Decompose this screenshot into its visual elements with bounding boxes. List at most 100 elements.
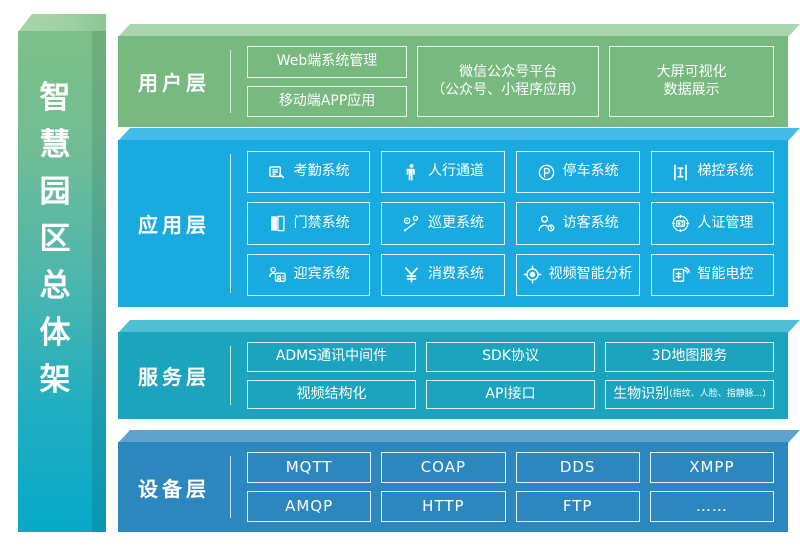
cell-label: 智能电控: [697, 266, 754, 283]
cell-3d-map-service[interactable]: 3D地图服务: [605, 342, 774, 372]
cell-label: 迎宾系统: [293, 266, 350, 283]
attendance-icon: [268, 163, 287, 182]
layer-service-label: 服务层: [138, 365, 210, 389]
layer-device-divider: [230, 456, 231, 518]
cell-label: 大屏可视化: [656, 64, 727, 80]
cell-label: 3D地图服务: [651, 348, 728, 364]
pillar-front-face: 智 慧 园 区 总 体 架: [18, 31, 92, 532]
cell-biometric-recognition[interactable]: 生物识别(指纹、人脸、指静脉...): [605, 379, 774, 409]
cell-label: XMPP: [689, 458, 735, 477]
layer-device-label: 设备层: [138, 476, 210, 501]
pillar-side-face: [92, 31, 106, 532]
title-char-3: 区: [39, 221, 71, 257]
cell-label: 微信公众号平台: [459, 64, 558, 80]
cell-label: HTTP: [422, 497, 465, 516]
layer-device-cells: MQTT COAP DDS XMPP AMQP HTTP FTP: [231, 442, 788, 532]
layer-user-cells: Web端系统管理 移动端APP应用 微信公众号平台 （公众号、小程序应用） 大屏…: [231, 36, 788, 127]
cell-sublabel: 数据展示: [663, 81, 720, 98]
layer-application-cells: 考勤系统 人行通道: [231, 140, 788, 307]
cell-label: DDS: [559, 458, 596, 477]
layer-user-divider: [230, 50, 231, 113]
cell-label: Web端系统管理: [276, 53, 378, 69]
patrol-icon: [402, 214, 421, 233]
cell-label: FTP: [562, 497, 593, 516]
layer-user-label: 用户层: [138, 71, 210, 95]
layer-application-divider: [230, 154, 231, 293]
cell-label: 停车系统: [562, 163, 619, 180]
cell-label: 视频智能分析: [548, 266, 633, 283]
cell-sdk-protocol[interactable]: SDK协议: [426, 342, 595, 372]
payment-icon: [402, 265, 421, 284]
video-analytics-icon: [523, 265, 542, 284]
cell-protocol-amqp[interactable]: AMQP: [247, 491, 372, 522]
cell-label: ……: [695, 497, 728, 516]
cell-video-analytics[interactable]: 视频智能分析: [515, 253, 640, 296]
cell-video-structuring[interactable]: 视频结构化: [247, 379, 416, 409]
layer-application-face: 应用层 考勤系统: [118, 140, 788, 307]
cell-label: 巡更系统: [427, 214, 484, 231]
cell-parking-system[interactable]: 停车系统: [515, 151, 640, 194]
cell-protocol-coap[interactable]: COAP: [381, 452, 506, 483]
cell-label: 人证管理: [697, 214, 754, 231]
title-char-4: 总: [39, 268, 71, 304]
cell-protocol-dds[interactable]: DDS: [515, 452, 640, 483]
cell-sublabel: （公众号、小程序应用）: [431, 81, 586, 98]
cell-label: MQTT: [285, 458, 333, 477]
cell-mobile-app[interactable]: 移动端APP应用: [247, 85, 408, 117]
cell-protocol-xmpp[interactable]: XMPP: [649, 452, 774, 483]
cell-wechat-platform[interactable]: 微信公众号平台 （公众号、小程序应用）: [417, 46, 600, 117]
layer-application-top-bevel: [118, 128, 800, 141]
layer-service-divider: [230, 346, 231, 405]
cell-label: 移动端APP应用: [278, 92, 376, 109]
cell-door-access-system[interactable]: 门禁系统: [247, 202, 371, 245]
cell-attendance-system[interactable]: 考勤系统: [247, 151, 371, 194]
cell-label: 生物识别: [613, 385, 670, 402]
cell-pedestrian-channel[interactable]: 人行通道: [381, 151, 505, 194]
cell-power-control[interactable]: 智能电控: [650, 253, 774, 296]
layer-service-face: 服务层 ADMS通讯中间件 SDK协议 3D地图服务 视频结构化 API接口: [118, 332, 788, 419]
cell-api-interface[interactable]: API接口: [426, 379, 595, 409]
title-char-0: 智: [39, 80, 71, 116]
cell-label: 考勤系统: [293, 163, 350, 180]
cell-id-verification[interactable]: 人证管理: [650, 202, 774, 245]
cell-protocol-more[interactable]: ……: [649, 491, 774, 522]
cell-payment-system[interactable]: 消费系统: [381, 253, 505, 296]
cell-greeting-system[interactable]: 迎宾系统: [247, 253, 371, 296]
pedestrian-icon: [402, 163, 421, 182]
vertical-title-pillar: 智 慧 园 区 总 体 架: [18, 14, 106, 532]
layer-device-face: 设备层 MQTT COAP DDS XMPP AMQP: [118, 442, 788, 532]
visitor-icon: [537, 214, 556, 233]
title-char-1: 慧: [39, 127, 71, 163]
layer-user-face: 用户层 Web端系统管理 移动端APP应用 微信公众号平台 （公众号、小程序应用…: [118, 36, 788, 127]
layer-device-top-bevel: [118, 430, 800, 443]
cell-sublabel: (指纹、人脸、指静脉...): [669, 388, 766, 399]
cell-label: 消费系统: [427, 266, 484, 283]
parking-icon: [537, 163, 556, 182]
cell-label: SDK协议: [482, 348, 539, 364]
title-char-2: 园: [39, 174, 71, 210]
title-char-6: 架: [39, 362, 71, 398]
cell-big-screen-visualization[interactable]: 大屏可视化 数据展示: [609, 46, 774, 117]
cell-label: 访客系统: [562, 214, 619, 231]
cell-label: 梯控系统: [697, 163, 754, 180]
layer-service-cells: ADMS通讯中间件 SDK协议 3D地图服务 视频结构化 API接口 生物识别(…: [231, 332, 788, 419]
cell-patrol-system[interactable]: 巡更系统: [381, 202, 505, 245]
pillar-top-bevel: [18, 14, 106, 32]
cell-protocol-mqtt[interactable]: MQTT: [247, 452, 372, 483]
layer-service-top-bevel: [118, 320, 800, 333]
greeting-icon: [268, 265, 287, 284]
cell-visitor-system[interactable]: 访客系统: [515, 202, 640, 245]
cell-protocol-http[interactable]: HTTP: [381, 491, 506, 522]
cell-label: COAP: [420, 458, 467, 477]
cell-label: 门禁系统: [293, 214, 350, 231]
cell-protocol-ftp[interactable]: FTP: [515, 491, 640, 522]
layer-user-top-bevel: [118, 24, 800, 37]
cell-web-management[interactable]: Web端系统管理: [247, 46, 408, 78]
cell-label: 视频结构化: [296, 385, 367, 402]
cell-adms-middleware[interactable]: ADMS通讯中间件: [247, 342, 416, 372]
layer-application-label: 应用层: [138, 213, 210, 237]
cell-elevator-control[interactable]: 梯控系统: [650, 151, 774, 194]
elevator-icon: [671, 163, 690, 182]
title-char-5: 体: [39, 315, 71, 351]
